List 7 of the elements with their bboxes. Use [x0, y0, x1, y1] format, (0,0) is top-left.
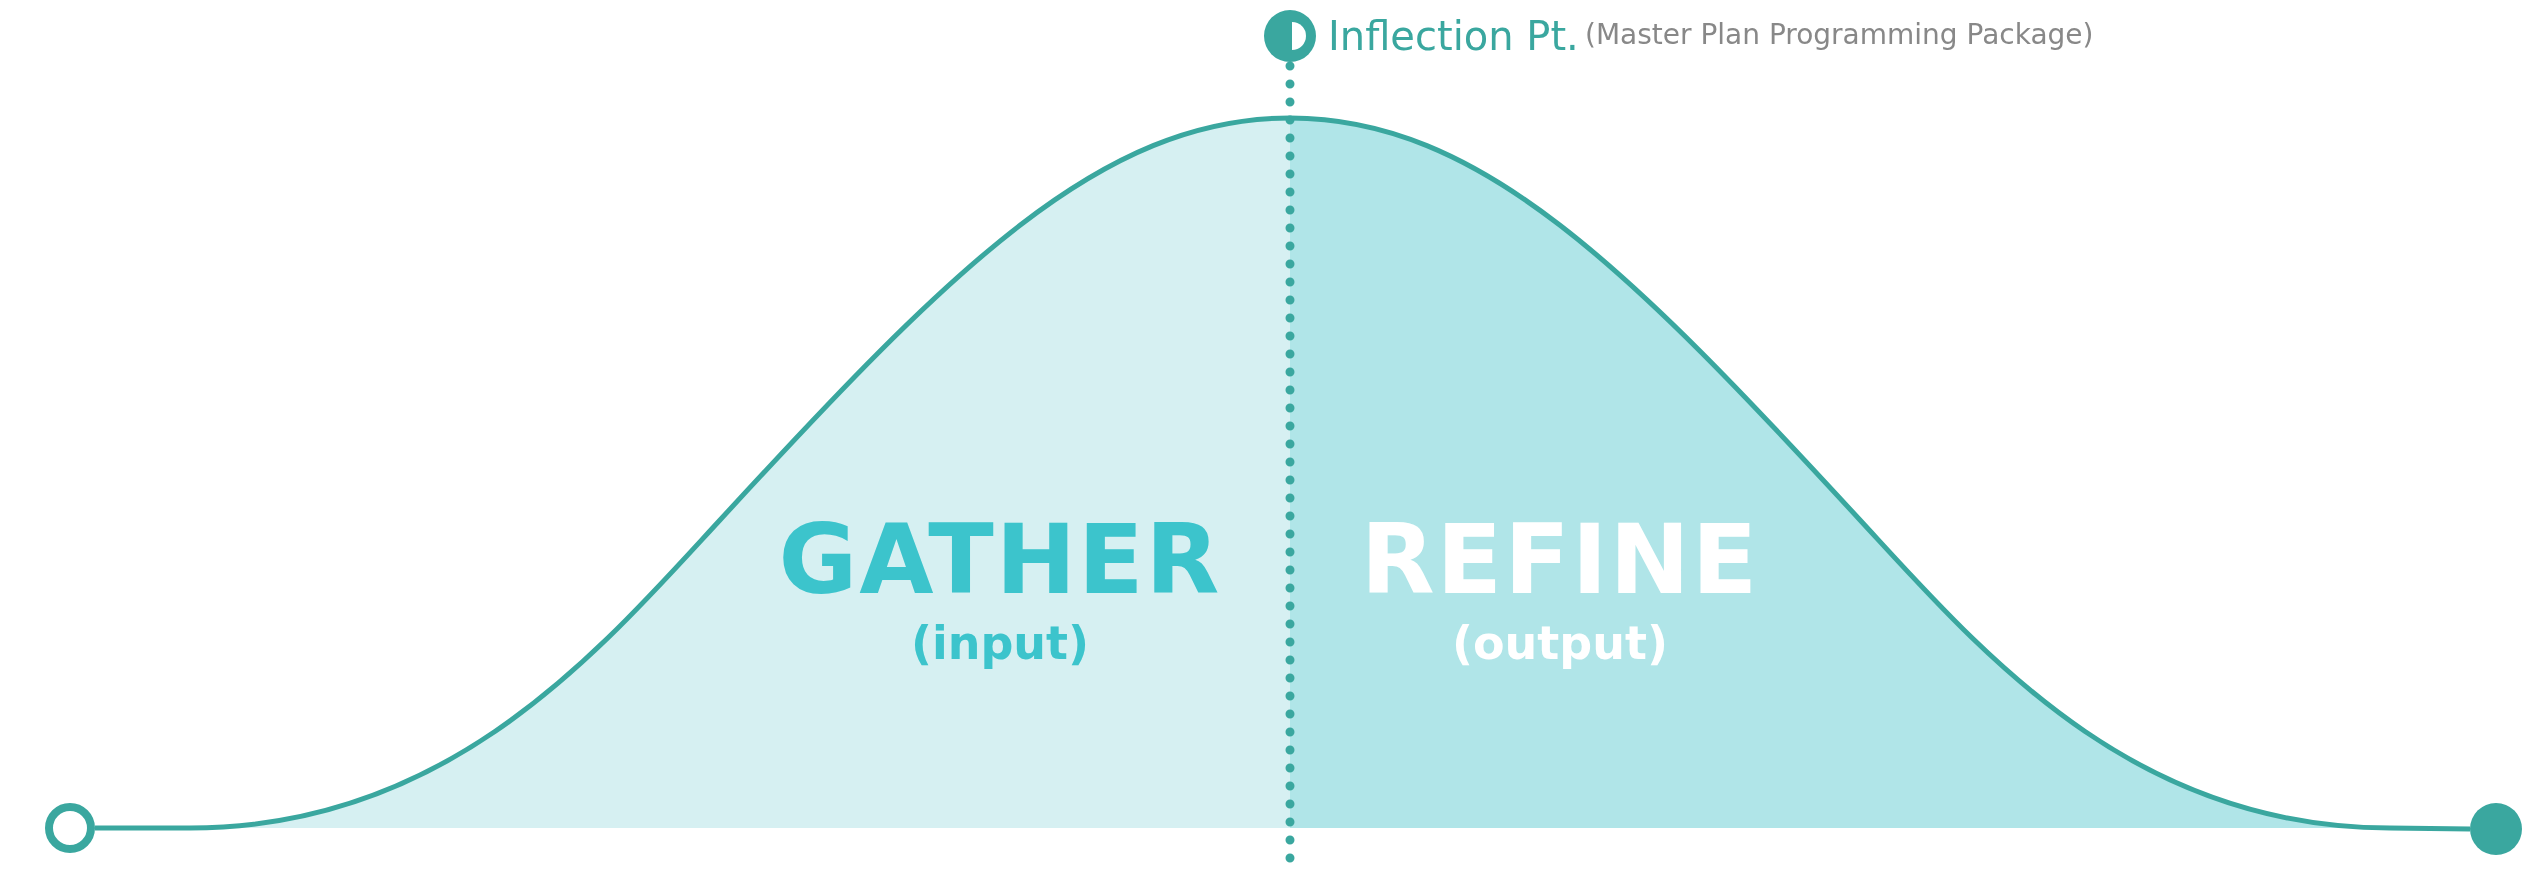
inflection-point-label: Inflection Pt. — [1328, 13, 1579, 59]
bell-curve-line — [95, 115, 2471, 832]
phase-heading: GATHER — [777, 505, 1223, 615]
phase-heading: REFINE — [1359, 505, 1761, 615]
phase-subheading: (input) — [909, 615, 1091, 671]
note-text: (Master Plan Programming Package) — [1585, 18, 2094, 51]
phase-subheading: (output) — [1450, 615, 1670, 671]
